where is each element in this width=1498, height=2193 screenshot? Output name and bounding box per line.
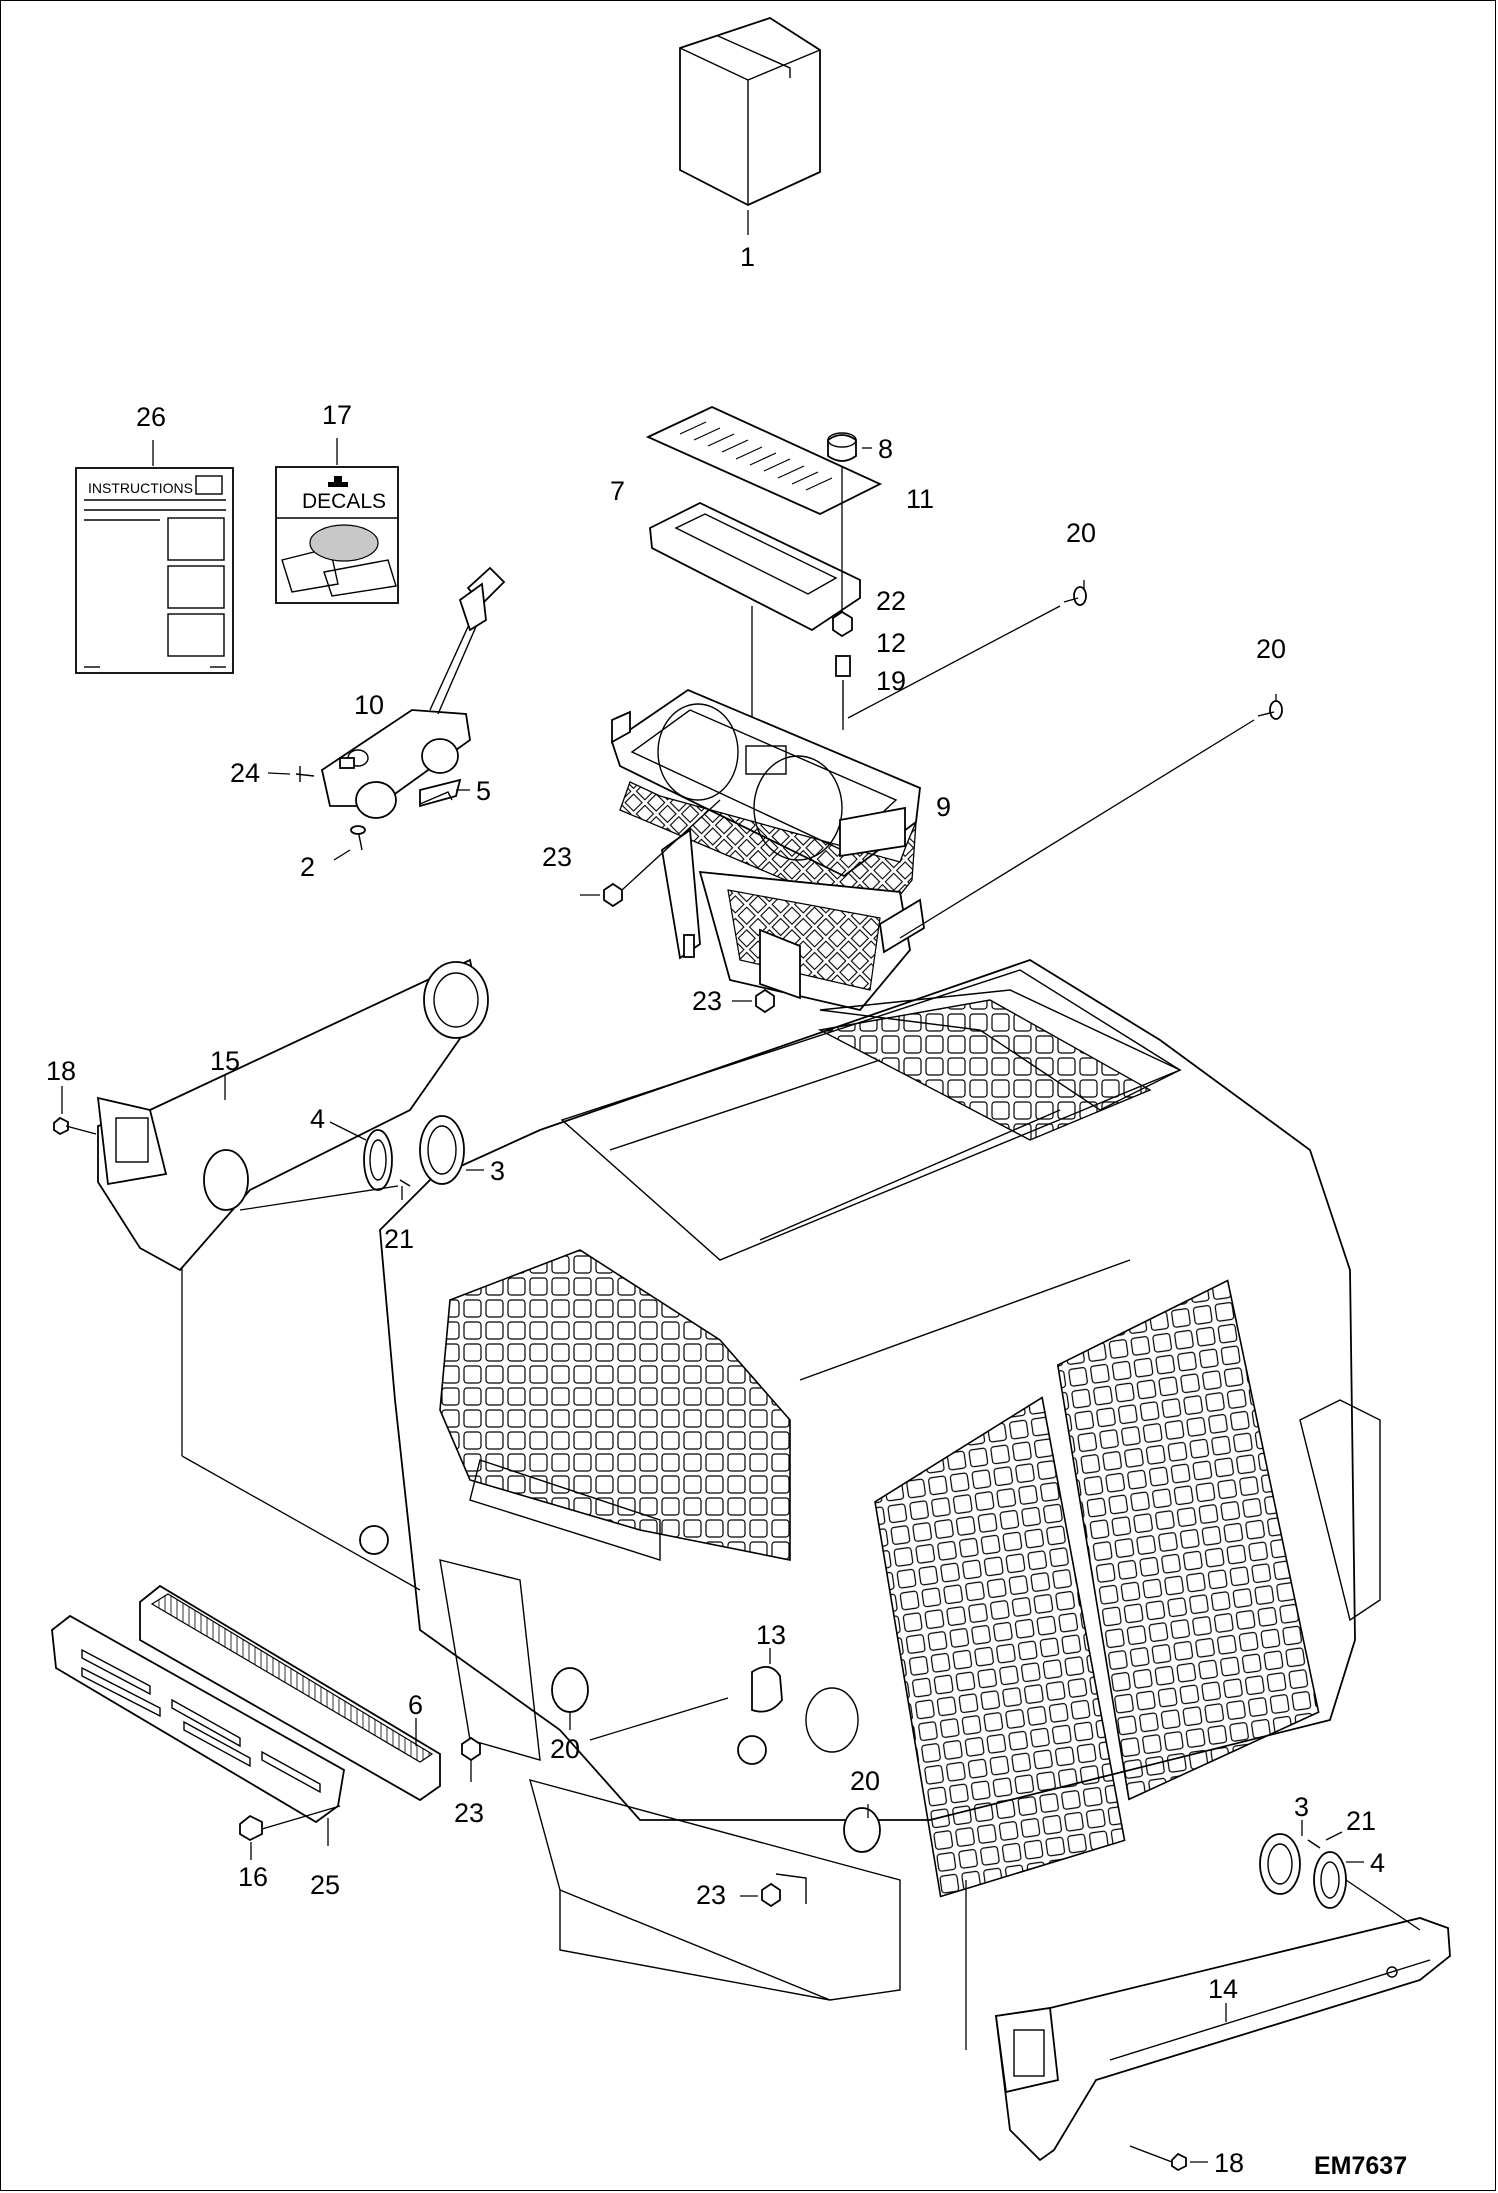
part-3-bezel-right — [1259, 1820, 1303, 1895]
callout-23-top-a: 23 — [542, 842, 572, 872]
callout-2: 2 — [300, 852, 315, 882]
part-20-mount-right — [843, 1804, 881, 1853]
callout-17: 17 — [322, 400, 352, 430]
part-21-screw-left — [239, 1179, 411, 1211]
part-7-filter — [649, 501, 861, 758]
callout-20-top-a: 20 — [1066, 518, 1096, 548]
callout-20-right: 20 — [850, 1766, 880, 1796]
part-14-right-trim — [994, 1917, 1451, 2162]
callout-3-right: 3 — [1294, 1792, 1309, 1822]
part-3-bezel-left — [419, 1115, 484, 1185]
callout-10: 10 — [354, 690, 384, 720]
drawing-code: EM7637 — [1314, 2152, 1407, 2180]
part-23-nut-cab-b — [740, 1873, 807, 1908]
callout-12: 12 — [876, 628, 906, 658]
callout-14: 14 — [1208, 1974, 1238, 2004]
cab-body — [181, 959, 1381, 2050]
part-16-knob — [239, 1805, 341, 1860]
callout-23-cab-a: 23 — [454, 1798, 484, 1828]
callout-4-right: 4 — [1370, 1848, 1385, 1878]
part-11-vent-cover — [645, 406, 883, 515]
part-8-knob — [827, 432, 872, 612]
callout-20-top-b: 20 — [1256, 634, 1286, 664]
callout-21-right: 21 — [1346, 1806, 1376, 1836]
callout-5: 5 — [476, 776, 491, 806]
callout-20-mid: 20 — [550, 1734, 580, 1764]
callout-25: 25 — [310, 1870, 340, 1900]
part-20-screw-top-a — [847, 580, 1087, 719]
part-10-switch-assembly — [320, 566, 506, 819]
callout-7: 7 — [610, 476, 625, 506]
callout-11: 11 — [906, 484, 934, 514]
part-22-nut — [832, 610, 853, 638]
part-26-instructions — [75, 440, 234, 674]
callout-23-top-b: 23 — [692, 986, 722, 1016]
part-21-screw-right — [1307, 1831, 1343, 1849]
callout-4-left: 4 — [310, 1104, 325, 1134]
part-9-blower-assembly — [610, 688, 925, 1012]
decals-text: DECALS — [302, 490, 386, 513]
part-4-ring-right — [1313, 1851, 1421, 1931]
instructions-text: INSTRUCTIONS — [88, 480, 193, 496]
callout-23-cab-b: 23 — [696, 1880, 726, 1910]
part-4-ring-left — [329, 1121, 393, 1191]
part-23-nut-cab-a — [461, 1736, 481, 1782]
callout-9: 9 — [936, 792, 951, 822]
part-24-clip — [267, 766, 315, 782]
callout-3-left: 3 — [490, 1156, 505, 1186]
part-23-nut-top-b — [732, 988, 775, 1014]
part-1-box — [679, 17, 821, 235]
callout-22: 22 — [876, 586, 906, 616]
callout-8: 8 — [878, 434, 893, 464]
part-17-decals — [275, 438, 399, 604]
part-23-nut-top-a — [580, 799, 721, 908]
part-12-spacer — [835, 655, 851, 677]
callout-18-left: 18 — [46, 1056, 76, 1086]
callout-19: 19 — [876, 666, 906, 696]
part-20-screw-top-b — [899, 694, 1283, 939]
part-15-left-trim — [96, 958, 489, 1272]
callout-15: 15 — [210, 1046, 240, 1076]
part-2-screw — [333, 825, 366, 861]
part-13-cover — [751, 1648, 783, 1713]
callout-24: 24 — [230, 758, 260, 788]
part-18-screw-left — [53, 1086, 97, 1136]
part-5-bracket — [419, 789, 470, 805]
part-20-mount-left — [551, 1667, 729, 1741]
callout-21-left: 21 — [384, 1224, 414, 1254]
callout-16: 16 — [238, 1862, 268, 1892]
callout-6: 6 — [408, 1690, 423, 1720]
callout-26: 26 — [136, 402, 166, 432]
callout-13: 13 — [756, 1620, 786, 1650]
part-6-filter — [139, 1584, 441, 1802]
part-18-screw-right — [1129, 2145, 1208, 2172]
callout-18-right: 18 — [1214, 2148, 1244, 2178]
callout-1: 1 — [740, 242, 755, 272]
